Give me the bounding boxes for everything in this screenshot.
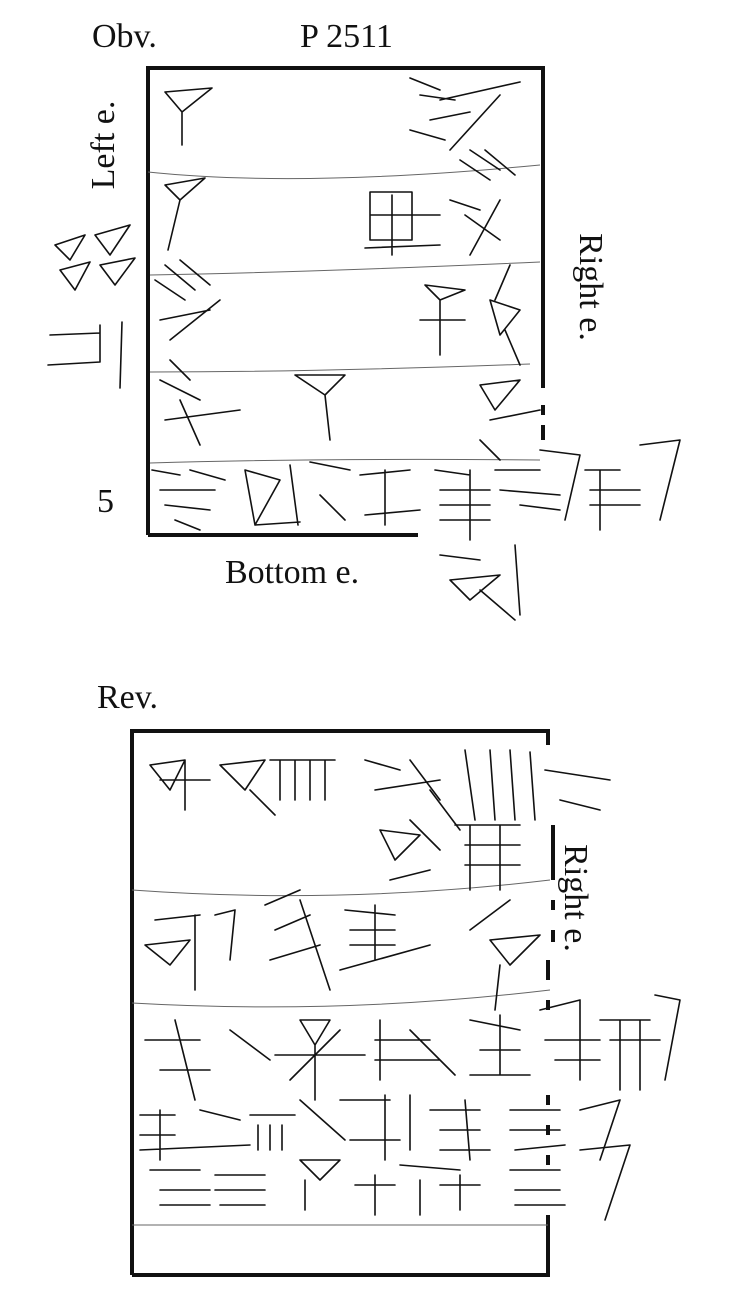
bottom-edge-label: Bottom e.: [225, 554, 360, 591]
reverse-right-edge-label: Right e.: [557, 844, 594, 952]
obverse-label: Obv.: [92, 18, 157, 55]
reverse-rulings: [131, 879, 551, 1226]
left-edge-signs: [47, 224, 136, 389]
line-number-label: 5: [97, 483, 114, 520]
reverse-signs: [139, 749, 681, 1221]
reverse-right-edge-break: [546, 825, 555, 1165]
obverse-right-edge-label: Right e.: [572, 233, 609, 341]
left-edge-label: Left e.: [85, 100, 122, 190]
reverse-frame: [130, 729, 550, 1277]
obverse-signs: [151, 77, 681, 621]
tablet-id: P 2511: [300, 18, 393, 55]
obverse-frame: [146, 66, 545, 535]
reverse-label: Rev.: [97, 679, 159, 716]
obverse-rulings: [147, 164, 541, 464]
